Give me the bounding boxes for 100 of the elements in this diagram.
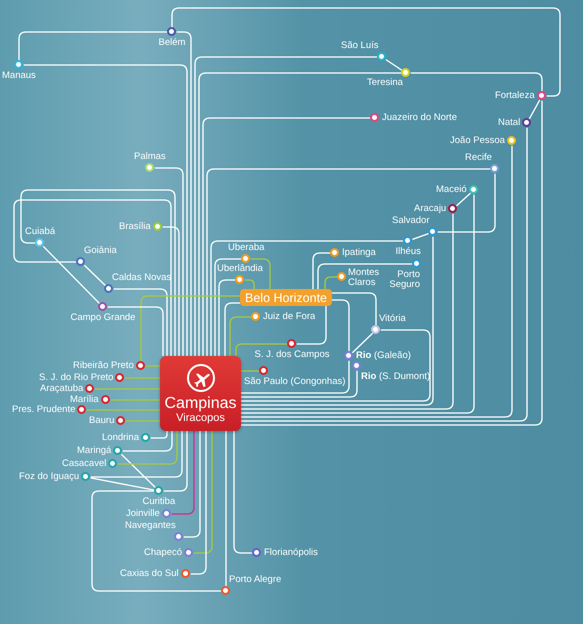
route-line [90, 477, 154, 491]
city-dot [77, 405, 86, 414]
city-label: S. J. dos Campos [254, 350, 330, 360]
route-line [241, 214, 454, 410]
route-line [94, 388, 160, 390]
city-label: Navegantes [125, 521, 176, 531]
route-line [164, 431, 188, 492]
city-label: Londrina [102, 433, 139, 443]
route-line [317, 263, 412, 289]
city-label: Porto Alegre [229, 575, 282, 585]
route-line [86, 409, 160, 411]
city-dot [116, 416, 126, 426]
city-label: Belém [158, 38, 186, 48]
route-line [528, 100, 540, 120]
route-line [229, 316, 252, 356]
city-dot [167, 27, 176, 36]
city-box [240, 289, 332, 306]
route-line [194, 56, 378, 356]
route-line [332, 292, 377, 326]
city-dot [113, 446, 122, 456]
city-dot [14, 60, 24, 70]
city-dot [81, 472, 90, 482]
city-dot [403, 236, 412, 246]
city-label: São Paulo (Congonhas) [244, 377, 346, 387]
city-label: Ribeirão Preto [73, 361, 134, 371]
city-dot [76, 257, 86, 266]
route-line [140, 295, 240, 362]
city-label: Casacavel [62, 459, 106, 469]
route-line [176, 31, 192, 356]
route-line [108, 306, 164, 356]
route-line [202, 117, 370, 356]
route-line [91, 490, 222, 592]
route-line [225, 431, 227, 586]
city-dot [154, 486, 164, 496]
route-line [90, 431, 183, 478]
route-line [120, 454, 156, 488]
route-line [218, 279, 236, 356]
city-label: Goiânia [84, 246, 117, 256]
city-label: Natal [498, 118, 520, 128]
city-label: Uberlândia [217, 264, 263, 274]
city-label: Brasília [119, 222, 151, 232]
city-label: Chapecó [144, 548, 182, 558]
city-dot [115, 373, 124, 382]
route-line [150, 431, 168, 439]
city-label: Juiz de Fora [263, 312, 316, 322]
city-label: Vitória [379, 314, 406, 324]
route-line [184, 431, 201, 538]
city-dot [330, 248, 340, 258]
route-line [146, 365, 160, 367]
city-dot [252, 548, 262, 558]
city-dot [507, 136, 516, 146]
city-dot [401, 68, 410, 78]
route-line [224, 302, 240, 356]
route-line [412, 232, 429, 240]
city-dot [337, 272, 346, 282]
route-line [42, 246, 100, 304]
city-dot [377, 52, 386, 62]
city-label: Bauru [89, 416, 114, 426]
city-dot [181, 569, 190, 578]
route-line [114, 288, 168, 356]
airport-subtitle: Viracopos [176, 412, 225, 424]
city-label: Marília [70, 395, 99, 405]
city-dot [370, 113, 380, 122]
city-dot [241, 254, 250, 264]
city-dot [235, 275, 244, 284]
route-line [84, 264, 106, 286]
city-label: Porto Seguro [388, 270, 420, 290]
city-dot [162, 509, 172, 518]
city-dot [221, 586, 230, 596]
city-dot [537, 91, 546, 100]
route-line [241, 194, 475, 414]
city-dot [287, 339, 296, 348]
route-line [233, 431, 252, 554]
route-line [410, 72, 543, 92]
city-label: Joinville [126, 509, 160, 519]
city-label: Uberaba [228, 243, 264, 253]
city-label: Manaus [2, 71, 36, 81]
city-label: Ipatinga [342, 248, 376, 258]
route-line [122, 431, 173, 452]
route-line [198, 72, 402, 356]
city-dot [108, 459, 118, 468]
route-line [244, 279, 255, 289]
city-dot [352, 361, 362, 370]
city-label: Teresina [367, 78, 403, 88]
city-dot [145, 163, 154, 172]
airport-name: Campinas [164, 395, 237, 412]
city-dot [490, 164, 500, 174]
city-dot [101, 395, 110, 404]
route-line [241, 329, 431, 402]
city-label: Rio (Galeão) [356, 351, 411, 361]
city-label: Curitiba [142, 497, 176, 507]
city-dot [35, 238, 44, 248]
city-dot [136, 361, 146, 370]
city-label: Aracaju [414, 204, 446, 214]
route-line [118, 431, 178, 465]
route-line [194, 431, 213, 554]
route-line [126, 420, 160, 422]
route-line [438, 174, 496, 233]
city-label: Campo Grande [70, 313, 136, 323]
city-label: Araçatuba [40, 384, 84, 394]
